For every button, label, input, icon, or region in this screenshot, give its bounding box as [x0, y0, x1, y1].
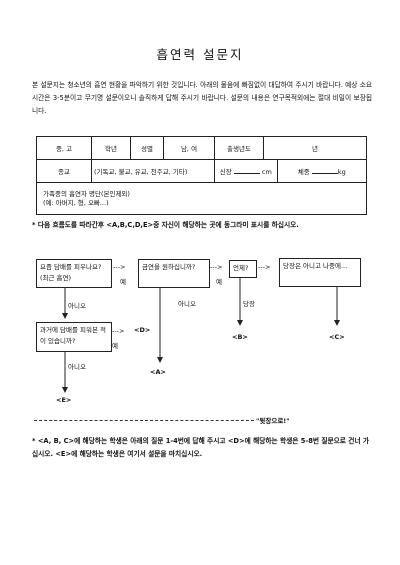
- school-cell[interactable]: 중, 고: [36, 136, 92, 160]
- outcome-b[interactable]: <B>: [232, 333, 248, 341]
- family-smokers-cell[interactable]: 가족중의 흡연자 명단(본인제외) (예: 아버지, 형, 오빠...): [36, 182, 367, 215]
- label-yes-1: 예: [120, 278, 126, 286]
- page-title: 흡연력 설문지: [156, 47, 244, 62]
- arrow-q2-q3: --->: [210, 263, 223, 271]
- outcome-d[interactable]: <D>: [134, 326, 151, 334]
- grade-cell[interactable]: 학년: [91, 136, 131, 160]
- arrow-q1-q2: --->: [113, 263, 126, 271]
- height-label: 신장: [219, 168, 232, 176]
- label-yes-3: 예: [112, 342, 118, 350]
- flow-q1-box: 요즘 담배를 피우나요?(최근 흡연): [36, 259, 112, 288]
- family-smokers-label: 가족중의 흡연자 명단(본인제외): [43, 189, 130, 198]
- label-now: 당장: [243, 300, 255, 308]
- outcome-a[interactable]: <A>: [150, 368, 166, 376]
- label-yes-2: 예: [216, 278, 222, 286]
- weight-unit: kg: [337, 168, 346, 176]
- label-no-3: 아니오: [68, 363, 86, 371]
- flow-q3-box: 언제?: [229, 260, 257, 278]
- birth-year-cell[interactable]: 년: [263, 136, 367, 160]
- religion-label: 종교: [36, 159, 92, 183]
- height-unit: cm: [261, 168, 272, 176]
- flow-q2-box: 금연을 원하십니까?: [138, 259, 210, 288]
- routing-instruction: * <A, B, C>에 해당하는 학생은 아래의 질문 1-4번에 답해 주시…: [32, 437, 370, 458]
- arrow-q3-q4: --->: [258, 263, 271, 271]
- height-blank[interactable]: [233, 167, 260, 174]
- dashed-divider: [34, 420, 254, 421]
- family-smokers-example: (예: 아버지, 형, 오빠...): [43, 198, 109, 207]
- outcome-e[interactable]: <E>: [56, 396, 72, 404]
- flow-q5-box: 과거에 담배를 피워본 적이 있습니까?: [36, 322, 112, 352]
- religion-options[interactable]: (기독교, 불교, 유교, 천주교, 기타): [91, 159, 215, 183]
- label-no-2: 아니오: [178, 300, 196, 308]
- weight-label: 체중: [297, 168, 310, 176]
- label-no-1: 아니오: [68, 302, 86, 310]
- outcome-c[interactable]: <C>: [329, 333, 345, 341]
- weight-blank[interactable]: [311, 167, 338, 174]
- arrow-q5-d: --->: [112, 327, 125, 335]
- next-page-label: "뒷장으로!": [256, 417, 290, 425]
- flowchart-instruction: * 다음 흐름도를 따라간후 <A,B,C,D,E>중 자신이 해당하는 곳에 …: [32, 221, 299, 229]
- weight-cell[interactable]: 체중 kg: [276, 159, 368, 183]
- respondent-info-table: 중, 고 학년 성별 남, 여 출생년도 년 종교 (기독교, 불교, 유교, …: [36, 136, 368, 215]
- intro-paragraph: 본 설문지는 청소년의 흡연 현황을 파악하기 위한 것입니다. 아래의 물음에…: [32, 81, 372, 115]
- flow-q4-box: 당장은 아니고 나중에...: [279, 258, 361, 287]
